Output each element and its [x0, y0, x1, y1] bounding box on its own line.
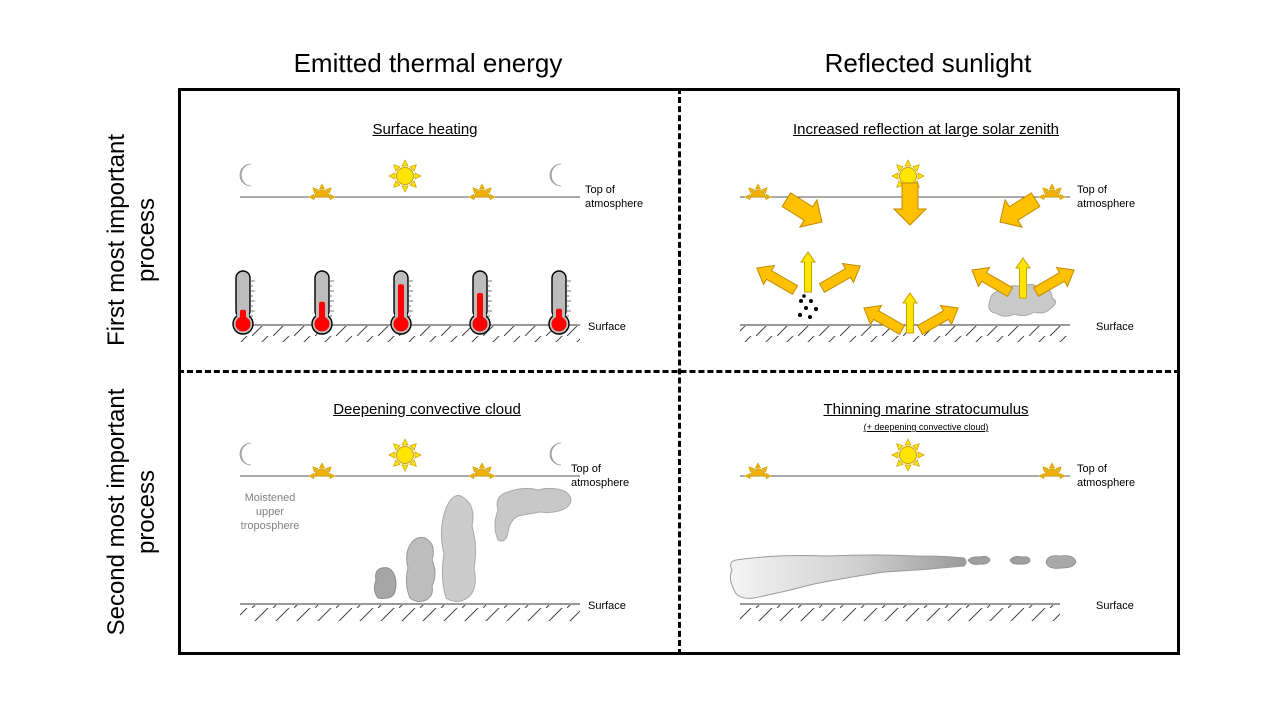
thermometer-icon [469, 270, 492, 335]
ground-hatch-4 [740, 605, 1060, 621]
arrow-incoming-left [781, 192, 823, 228]
arrow-aerosol-up [800, 251, 816, 293]
label-surface-4: Surface [1096, 600, 1134, 612]
moon-icon-left-1 [239, 163, 252, 187]
setting-sun-icon-3 [744, 183, 772, 201]
sun-icon-4 [891, 438, 925, 472]
column-header-thermal: Emitted thermal energy [293, 48, 563, 78]
horizontal-divider [178, 370, 1180, 373]
panel-title-thinning-stratocumulus: Thinning marine stratocumulus [823, 401, 1029, 418]
label-surface-1: Surface [588, 321, 626, 333]
stratocumulus-deck [729, 554, 967, 599]
cloud-fragment-2 [1009, 556, 1031, 565]
panel-title-deepening-cloud: Deepening convective cloud [333, 401, 521, 418]
arrow-incoming-center [892, 182, 928, 226]
label-surface-2: Surface [1096, 321, 1134, 333]
aerosol-dots [798, 294, 818, 319]
arrow-cloud-right [1032, 266, 1075, 298]
sun-icon-3 [388, 438, 422, 472]
setting-sun-icon-6 [468, 462, 496, 480]
cloud-fragment-1 [967, 556, 991, 565]
panel-increased-reflection-art [740, 159, 1075, 342]
arrow-aerosol-right [818, 262, 861, 294]
panel-surface-heating-art [232, 159, 580, 342]
label-top-atmosphere-2: Top of atmosphere [1077, 184, 1136, 210]
thermometer-icon [311, 270, 334, 335]
thermometer-icon [548, 270, 571, 335]
arrow-surface-up [902, 292, 918, 334]
convective-cloud-2 [405, 536, 436, 603]
arrow-aerosol-left [756, 264, 799, 296]
moistened-troposphere-label: Moistened upper troposphere [240, 492, 300, 532]
ground-hatch-3 [240, 605, 580, 621]
panel-title-surface-heating: Surface heating [372, 121, 478, 138]
convective-cloud-1 [373, 567, 397, 599]
thermometer-icon [390, 270, 413, 335]
arrow-cloud-up [1015, 257, 1031, 299]
setting-sun-icon-2 [468, 183, 496, 201]
convective-cloud-4-anvil [494, 487, 572, 542]
cloud-fragment-3 [1045, 555, 1077, 569]
arrow-surface-right [916, 304, 959, 336]
panel-deepening-cloud-art [239, 438, 580, 621]
arrow-surface-left [863, 304, 906, 336]
panel-title-increased-reflection: Increased reflection at large solar zeni… [793, 121, 1059, 138]
panel-subtitle-thinning: (+ deepening convective cloud) [863, 422, 989, 432]
moon-icon-right-1 [549, 163, 562, 187]
sun-icon-1 [388, 159, 422, 193]
thermometer-icon [232, 270, 255, 335]
setting-sun-icon-7 [744, 462, 772, 480]
label-top-atmosphere-4: Top of atmosphere [1077, 463, 1136, 489]
convective-cloud-3 [440, 495, 477, 602]
setting-sun-icon-8 [1038, 462, 1066, 480]
setting-sun-icon-5 [308, 462, 336, 480]
arrow-cloud-left [971, 266, 1014, 298]
thermometers [232, 270, 571, 335]
ground-hatch-2 [740, 326, 1070, 342]
setting-sun-icon-4 [1038, 183, 1066, 201]
column-header-sunlight: Reflected sunlight [824, 48, 1032, 78]
panel-thinning-stratocumulus-art [729, 438, 1077, 621]
arrow-incoming-right [999, 192, 1041, 228]
moon-icon-left-3 [239, 442, 252, 466]
setting-sun-icon-1 [308, 183, 336, 201]
label-surface-3: Surface [588, 600, 626, 612]
moon-icon-right-3 [549, 442, 562, 466]
label-top-atmosphere-1: Top of atmosphere [585, 184, 644, 210]
label-top-atmosphere-3: Top of atmosphere [571, 463, 630, 489]
